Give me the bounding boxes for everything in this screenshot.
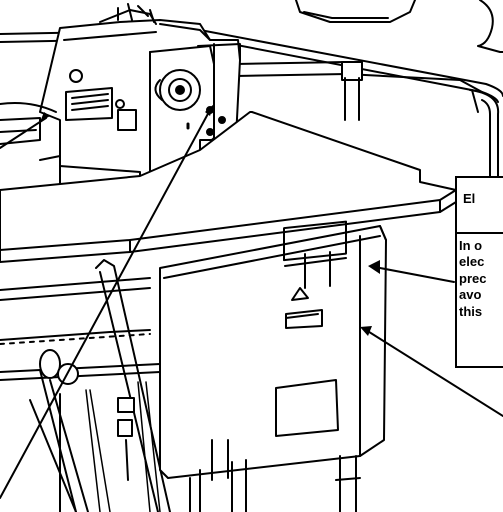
table-frame [0,277,161,512]
top-right-object [295,0,503,53]
warning-line: elec [459,254,485,270]
lever-rod [95,259,171,512]
arrowhead-warning-label [360,326,372,336]
warning-panel: El In o elec prec avo this [455,176,503,368]
control-box [159,220,387,512]
callout-lines [0,109,503,499]
warning-line: prec [459,270,487,286]
warning-body: In o elec prec avo this [457,236,486,320]
warning-line: avo [459,287,482,303]
warning-title: El [457,178,503,234]
arrowhead-left [40,112,50,122]
arrowhead-head [205,104,214,116]
warning-line: this [459,303,483,319]
warning-line: In o [459,238,483,253]
arrowhead-breaker [368,260,380,274]
